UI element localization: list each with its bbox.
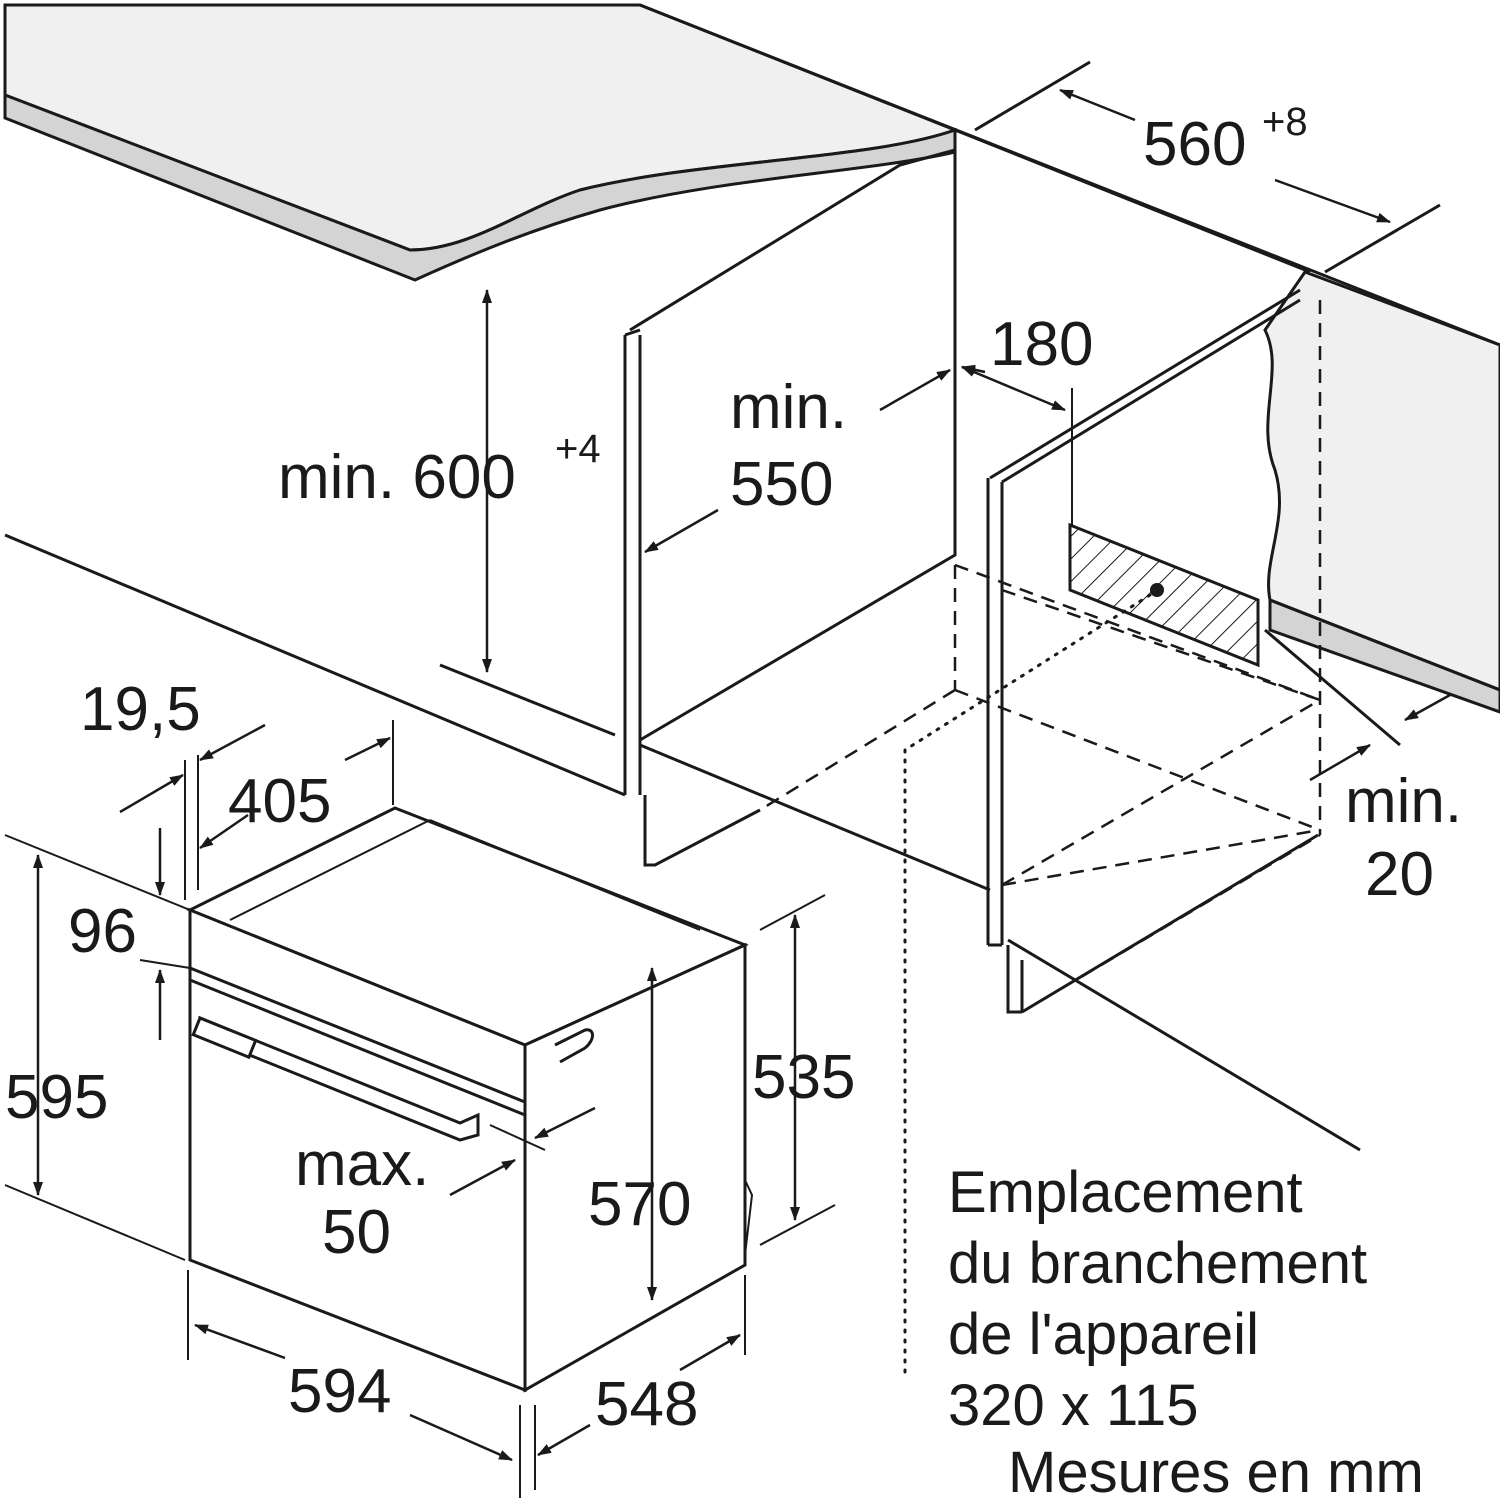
niche-width-label: 560 <box>1143 110 1246 179</box>
niche-depth-min-word: min. <box>730 373 847 442</box>
niche-hidden-edges <box>759 300 1322 1014</box>
body-height-label: 570 <box>588 1170 691 1239</box>
niche-depth-value: 550 <box>730 450 833 519</box>
connection-note-line4: 320 x 115 <box>948 1373 1198 1438</box>
handle-max-value: 50 <box>322 1198 391 1267</box>
connection-note-line2: du branchement <box>948 1231 1367 1296</box>
worktop-height-label: min. 600 <box>278 443 516 512</box>
connection-offset-label: 180 <box>990 310 1093 379</box>
total-height-label: 595 <box>5 1063 108 1132</box>
connection-area <box>903 522 1260 1377</box>
oven-width-label: 594 <box>288 1357 391 1426</box>
worktop <box>3 3 1500 714</box>
panel-height-label: 96 <box>68 897 137 966</box>
cavity-height-label: 535 <box>752 1043 855 1112</box>
top-depth-label: 405 <box>228 767 331 836</box>
oven-depth-label: 548 <box>595 1370 698 1439</box>
oven <box>186 806 754 1393</box>
dimension-lines <box>4 60 1451 1498</box>
connection-note-line3: de l'appareil <box>948 1302 1259 1367</box>
worktop-height-tolerance: +4 <box>555 427 601 471</box>
gap-min-word: min. <box>1345 767 1462 836</box>
top-offset-label: 19,5 <box>80 675 201 744</box>
connection-note-line1: Emplacement <box>948 1160 1303 1225</box>
handle-max-word: max. <box>295 1130 429 1199</box>
units-note: Mesures en mm <box>1008 1440 1424 1498</box>
gap-min-value: 20 <box>1365 840 1434 909</box>
niche-width-tolerance: +8 <box>1262 100 1308 144</box>
